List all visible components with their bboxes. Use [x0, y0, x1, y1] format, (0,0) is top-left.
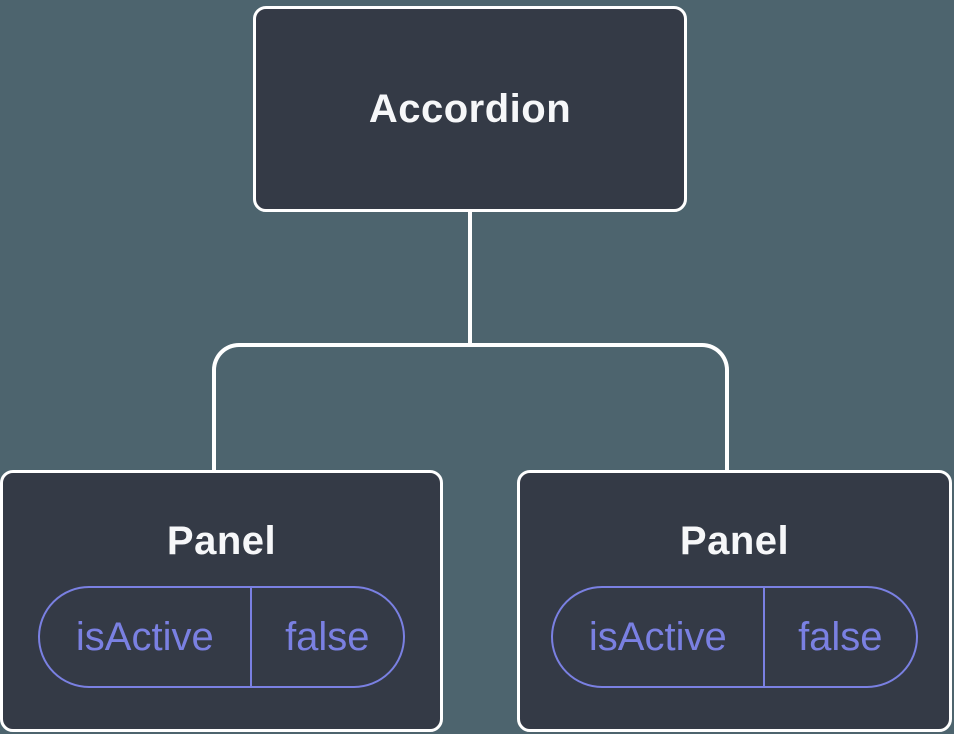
panel-2-node-label: Panel	[679, 519, 790, 563]
panel-1-node-label: Panel	[166, 519, 277, 563]
tree-node-panel-2: Panel isActive false	[517, 470, 952, 732]
connector-branch-bracket	[212, 343, 729, 470]
panel-1-state-value: false	[285, 614, 370, 659]
panel-2-state-key: isActive	[553, 588, 765, 686]
panel-2-state-pill: isActive false	[551, 586, 918, 688]
tree-node-accordion: Accordion	[253, 6, 687, 212]
panel-1-state-pill: isActive false	[38, 586, 405, 688]
panel-2-state-value: false	[798, 614, 883, 659]
tree-node-panel-1: Panel isActive false	[0, 470, 443, 732]
accordion-node-label: Accordion	[368, 86, 572, 131]
panel-1-state-key: isActive	[40, 588, 252, 686]
connector-root-stem	[468, 212, 472, 347]
